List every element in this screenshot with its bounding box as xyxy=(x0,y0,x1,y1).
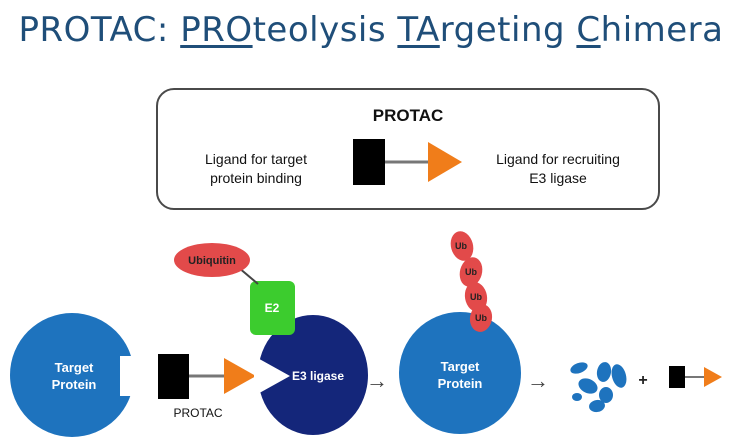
svg-text:E2: E2 xyxy=(265,301,280,315)
ubiquitin: Ubiquitin xyxy=(174,243,258,284)
protac-molecule: PROTAC xyxy=(158,354,256,420)
plus-sign: + xyxy=(638,372,647,389)
recycled-protac xyxy=(669,366,722,388)
protac-label: PROTAC xyxy=(173,406,222,420)
svg-text:Ub: Ub xyxy=(470,292,482,302)
reaction-arrow-2: → xyxy=(527,368,549,393)
svg-text:Target: Target xyxy=(55,360,94,375)
target-protein-2: Target Protein xyxy=(399,312,521,434)
reaction-arrow-1: → xyxy=(366,368,388,393)
box-protac-molecule xyxy=(353,139,462,185)
svg-text:Ub: Ub xyxy=(455,241,467,251)
svg-text:E3 ligase: E3 ligase xyxy=(292,369,344,383)
e2-enzyme: E2 xyxy=(250,281,295,335)
target-protein-1: Target Protein xyxy=(10,313,160,437)
svg-text:Ub: Ub xyxy=(465,267,477,277)
svg-text:Ubiquitin: Ubiquitin xyxy=(188,255,236,267)
svg-text:Protein: Protein xyxy=(438,376,483,391)
svg-text:Target: Target xyxy=(441,359,480,374)
svg-text:Ub: Ub xyxy=(475,313,487,323)
svg-text:Protein: Protein xyxy=(52,377,97,392)
degraded-fragments xyxy=(569,360,629,413)
